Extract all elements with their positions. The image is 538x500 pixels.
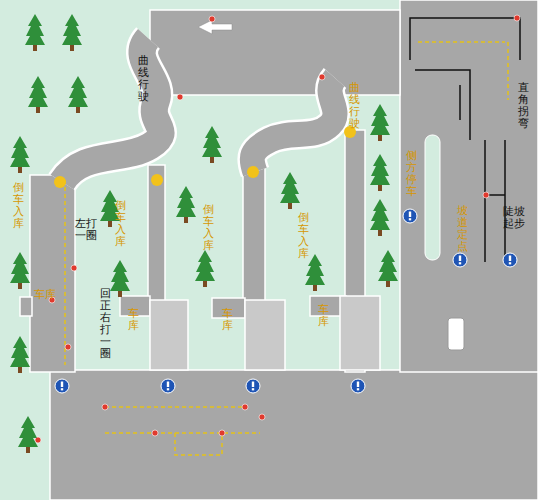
map-label: 侧方停车: [406, 150, 417, 198]
map-label: 倒车入库: [203, 204, 214, 252]
map-label: 车库: [318, 304, 329, 328]
map-label: 倒车入库: [13, 182, 24, 230]
map-label: 左打一圈: [75, 218, 98, 242]
map-label: 车库: [128, 308, 139, 332]
map-label: 倒车入库: [115, 200, 126, 248]
map-label: 陡坡起步: [503, 206, 526, 230]
map-label: 坡道定点: [457, 205, 468, 253]
map-label: 直角拐弯: [518, 82, 529, 130]
map-label: 倒车入库: [298, 212, 309, 260]
map-label: 回正右打一圈: [100, 288, 111, 361]
map-label: 车库: [222, 308, 233, 332]
map-label: 曲线行驶: [138, 55, 149, 103]
map-label: 车库: [34, 289, 56, 301]
map-label: 曲线行驶: [349, 82, 360, 130]
